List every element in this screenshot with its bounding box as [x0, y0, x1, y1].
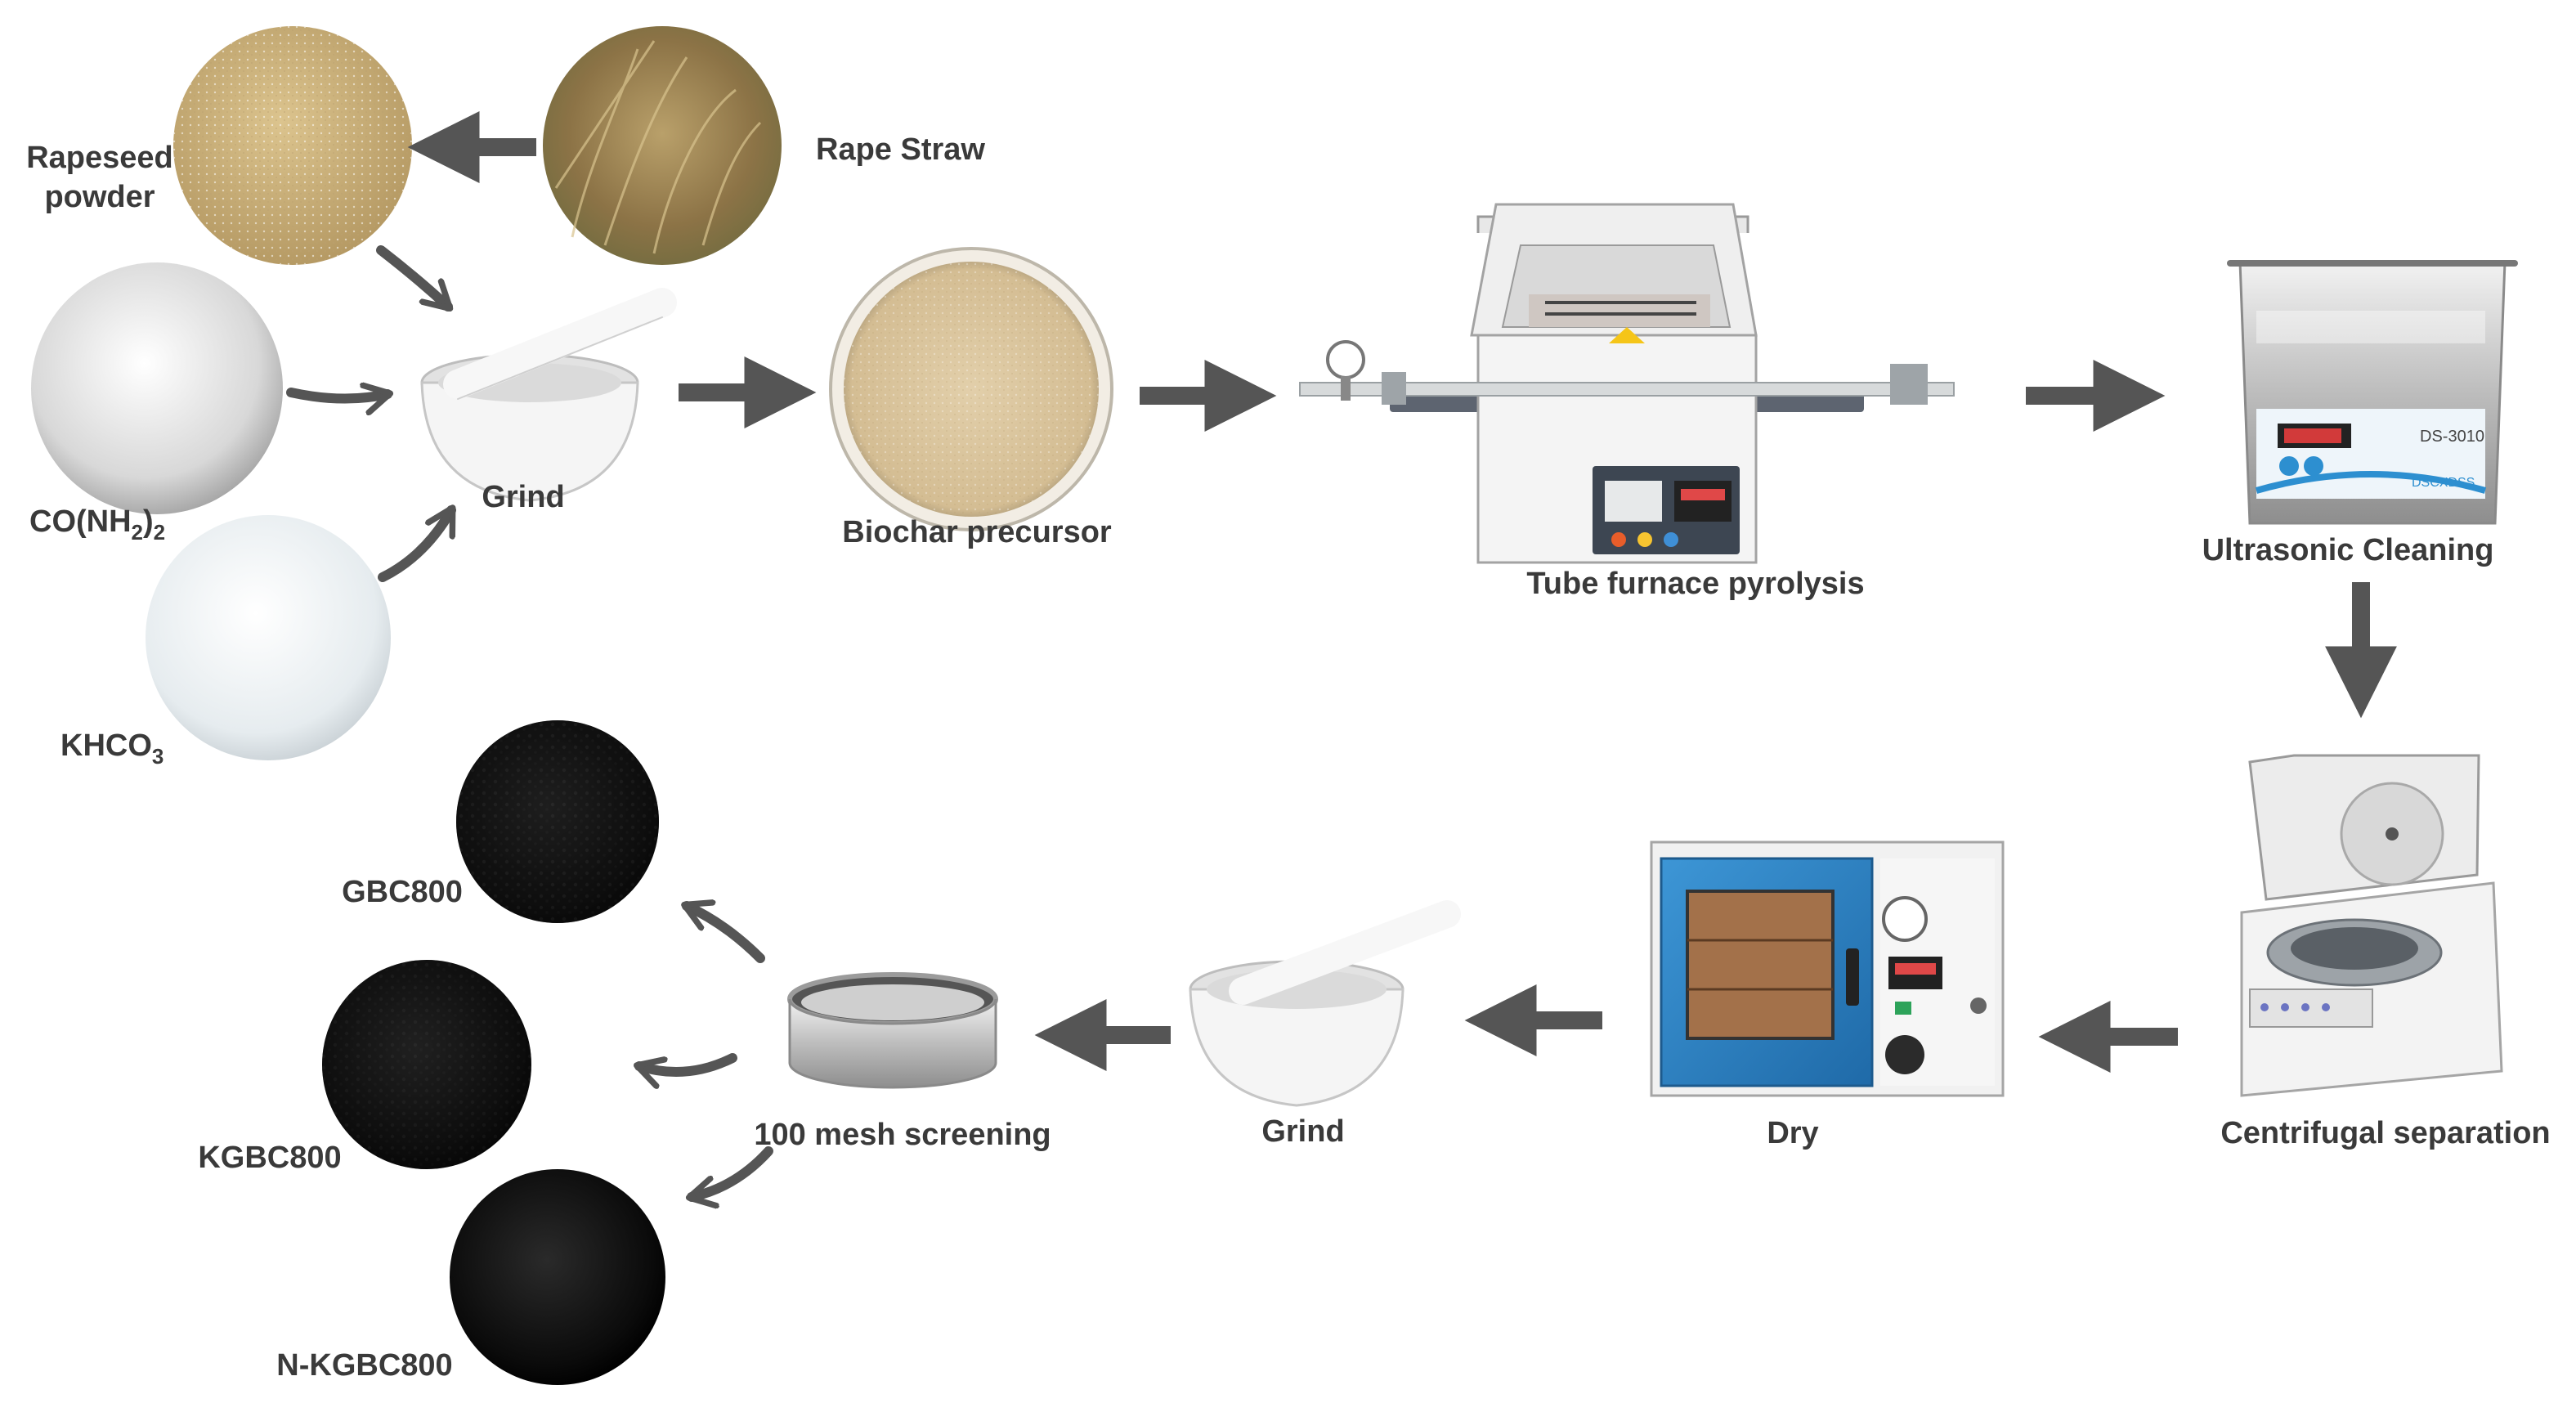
urea-powder-image: [31, 262, 283, 514]
kgbc800-sample-image: [322, 960, 531, 1169]
label-kgbc800: KGBC800: [198, 1141, 341, 1175]
label-biochar-precursor: Biochar precursor: [842, 515, 1112, 549]
label-tube-furnace: Tube furnace pyrolysis: [1526, 567, 1864, 601]
vacuum-oven-image: [1650, 840, 2005, 1097]
label-urea-close: ): [143, 504, 154, 539]
label-grind-bottom: Grind: [1261, 1114, 1344, 1149]
label-rape-straw: Rape Straw: [816, 132, 985, 167]
arrow-urea-to-grind: [286, 392, 388, 399]
arrow-sieve-to-gbc800: [687, 906, 765, 963]
arrow-sieve-to-kgbc800: [639, 1053, 737, 1072]
arrow-rapeseed-to-grind: [376, 245, 448, 307]
mesh-sieve-image: [787, 972, 998, 1089]
label-centrifugal: Centrifugal separation: [2220, 1116, 2550, 1150]
label-khco3-main: KHCO: [60, 728, 152, 763]
rape-straw-image: [543, 26, 782, 265]
label-gbc800: GBC800: [342, 875, 463, 909]
gbc800-sample-image: [456, 720, 659, 923]
mortar-pestle-top: [420, 288, 677, 502]
label-khco3-sub: 3: [152, 744, 164, 769]
khco3-powder-image: [146, 515, 391, 760]
label-urea-sub: 2: [132, 520, 143, 545]
label-rapeseed-line2: powder: [44, 180, 155, 214]
ultrasonic-cleaner-image: DS-3010 DSCXDSS: [2227, 260, 2518, 525]
biochar-precursor-dish: [829, 247, 1113, 531]
arrows-layer: [286, 111, 2397, 1197]
label-urea-main: CO(NH: [29, 504, 132, 539]
ultrasonic-model-text: DS-3010: [2420, 428, 2484, 446]
label-mesh-screening: 100 mesh screening: [754, 1118, 1051, 1152]
label-grind-top: Grind: [482, 480, 564, 514]
label-rapeseed-line1: Rapeseed: [26, 141, 173, 175]
rapeseed-powder-image: [173, 26, 412, 265]
label-ultrasonic: Ultrasonic Cleaning: [2202, 533, 2494, 567]
n-kgbc800-sample-image: [450, 1169, 665, 1385]
label-urea-sub2: 2: [154, 520, 165, 545]
mortar-pestle-bottom: [1189, 900, 1461, 1107]
label-n-kgbc800: N-KGBC800: [276, 1348, 452, 1383]
label-urea: CO(NH2)2: [29, 504, 165, 545]
label-dry: Dry: [1767, 1116, 1818, 1150]
centrifuge-image: [2240, 754, 2503, 1097]
tube-furnace-image: [1299, 203, 1955, 564]
label-khco3: KHCO3: [60, 728, 164, 769]
ultrasonic-brand-text: DSCXDSS: [2412, 476, 2475, 490]
arrow-sieve-to-n-kgbc800: [692, 1146, 773, 1197]
arrow-khco3-to-grind: [378, 510, 456, 582]
